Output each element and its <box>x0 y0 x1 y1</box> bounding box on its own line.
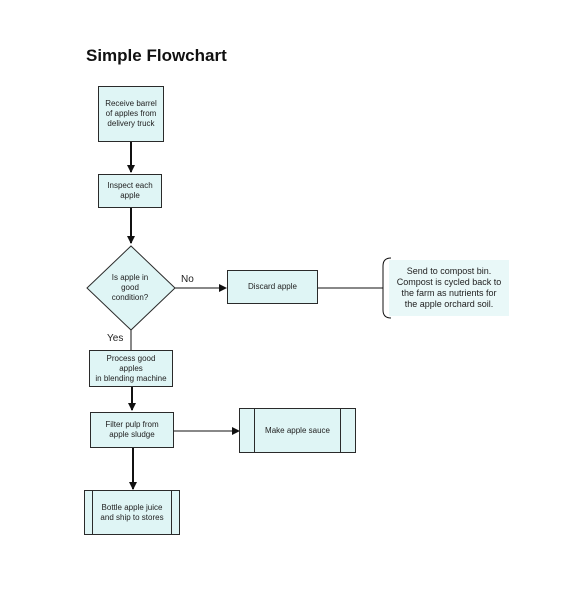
node-receive-barrel: Receive barrel of apples from delivery t… <box>98 86 164 142</box>
decision-label: Is apple in good condition? <box>111 273 149 302</box>
node-discard-apple: Discard apple <box>227 270 318 304</box>
node-process-apples: Process good apples in blending machine <box>89 350 173 387</box>
node-make-sauce-label: Make apple sauce <box>265 425 330 435</box>
node-bottle-juice: Bottle apple juice and ship to stores <box>84 490 180 535</box>
edge-label-yes: Yes <box>107 333 124 344</box>
annotation-bracket <box>382 257 392 319</box>
subprocess-bar-left <box>92 491 93 534</box>
annotation-compost-note: Send to compost bin. Compost is cycled b… <box>389 260 509 316</box>
node-inspect-apple: Inspect each apple <box>98 174 162 208</box>
node-bottle-juice-label: Bottle apple juice and ship to stores <box>100 502 164 522</box>
edge-label-no: No <box>181 274 194 285</box>
node-process-apples-label: Process good apples in blending machine <box>95 353 167 383</box>
node-discard-apple-label: Discard apple <box>248 282 297 291</box>
node-filter-pulp: Filter pulp from apple sludge <box>90 412 174 448</box>
page-title: Simple Flowchart <box>86 46 227 65</box>
node-receive-barrel-label: Receive barrel of apples from delivery t… <box>105 99 157 128</box>
subprocess-bar-right <box>171 491 172 534</box>
node-filter-pulp-label: Filter pulp from apple sludge <box>105 420 159 439</box>
node-inspect-apple-label: Inspect each apple <box>107 181 153 200</box>
subprocess-bar-left <box>254 409 255 452</box>
node-make-sauce: Make apple sauce <box>239 408 356 453</box>
subprocess-bar-right <box>340 409 341 452</box>
